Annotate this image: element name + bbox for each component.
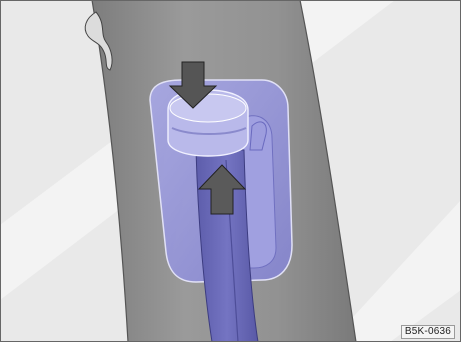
slider-top	[170, 94, 246, 122]
figure-reference-code: B5K-0636	[401, 325, 455, 339]
